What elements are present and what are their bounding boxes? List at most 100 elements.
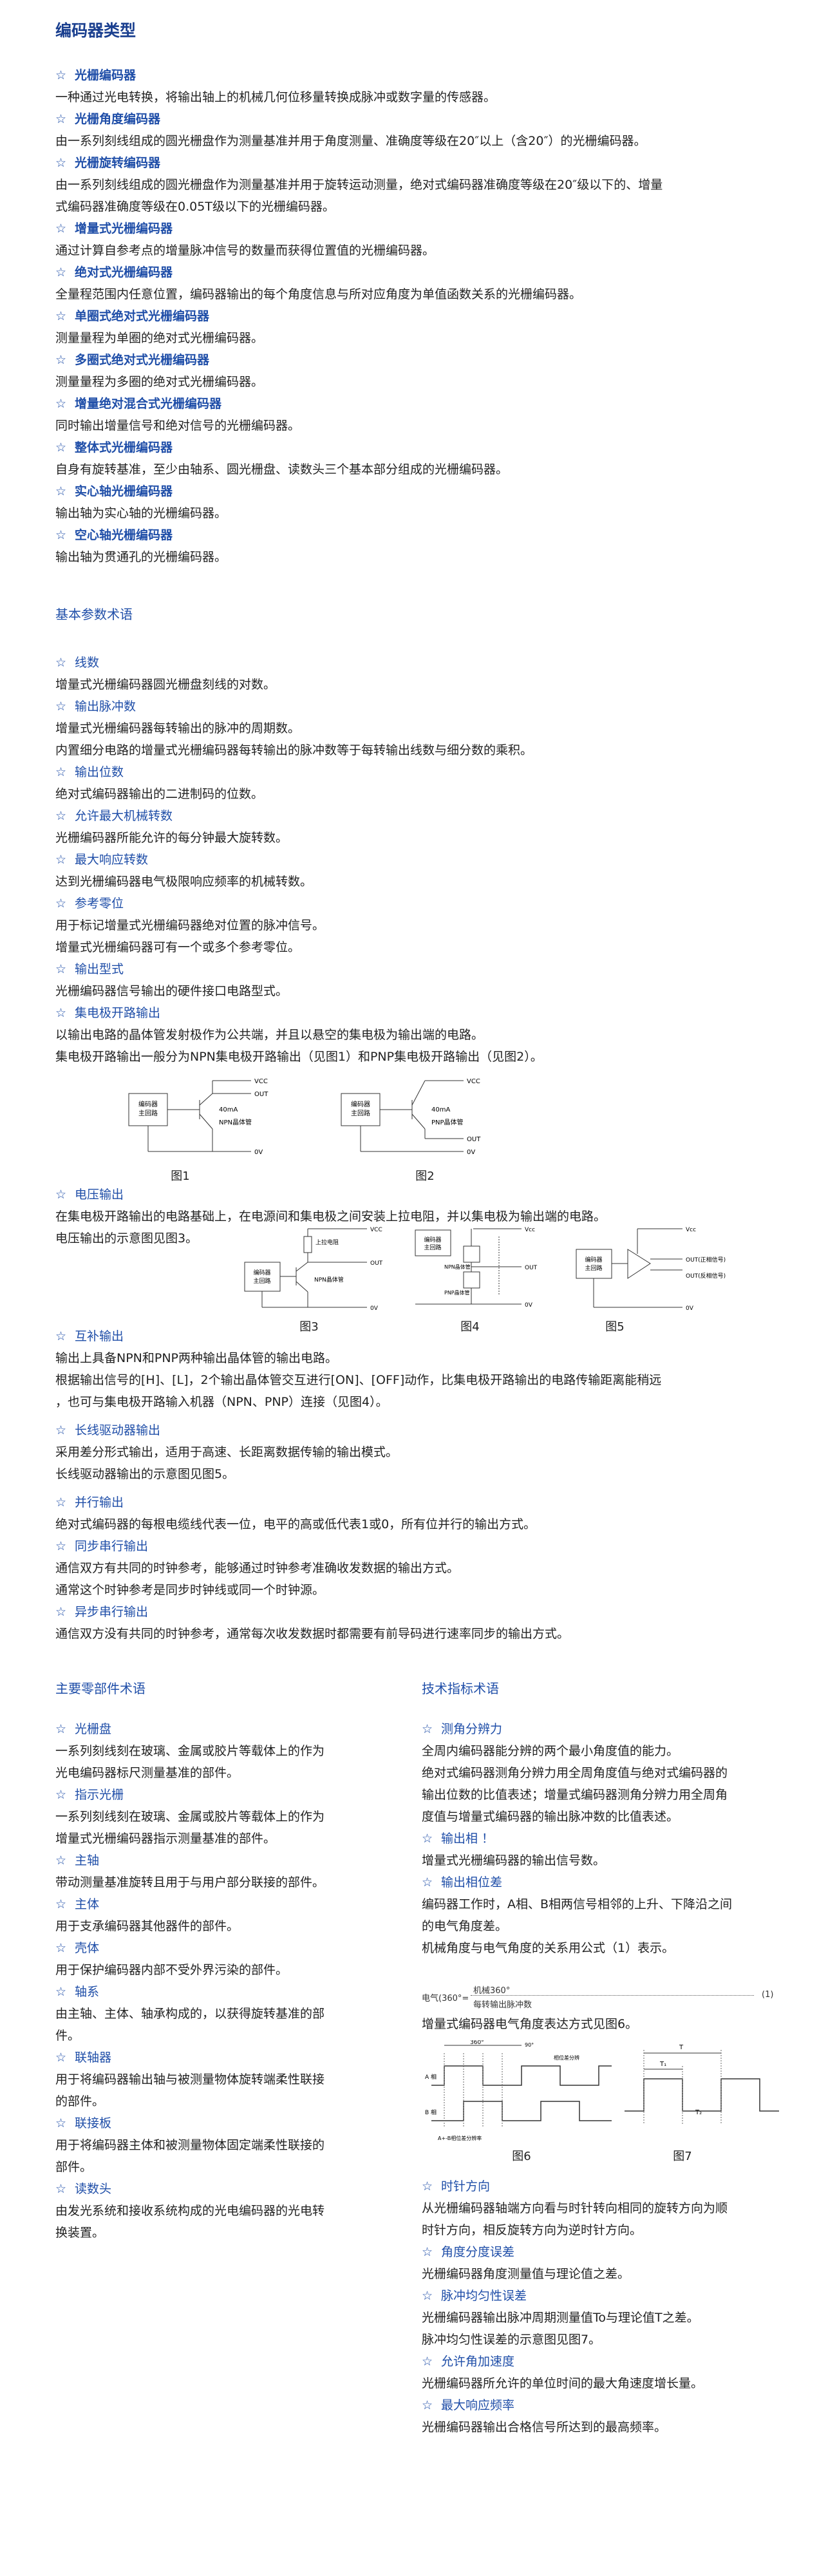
term-description: 输出位数的比值表述；增量式编码器测角分辨力用全周角 xyxy=(422,1788,728,1802)
star-icon: ☆ xyxy=(55,2182,67,2196)
term-heading: ☆轴系 xyxy=(55,1981,403,2003)
term-description: 光栅编码器输出脉冲周期测量值To与理论值T之差。 xyxy=(422,2311,699,2325)
star-icon: ☆ xyxy=(55,2116,67,2130)
term-heading-text: 实心轴光栅编码器 xyxy=(75,484,173,498)
term-description: 全量程范围内任意位置，编码器输出的每个角度信息与所对应角度为单值函数关系的光栅编… xyxy=(55,287,582,301)
term-heading-text: 时针方向 xyxy=(441,2179,491,2193)
term-description: 增量式光栅编码器每转输出的脉冲的周期数。 xyxy=(55,721,301,735)
term-description: 光栅编码器输出合格信号所达到的最高频率。 xyxy=(422,2420,667,2434)
term-description: 输出轴为贯通孔的光栅编码器。 xyxy=(55,550,227,564)
star-icon: ☆ xyxy=(55,1985,67,1999)
fig1-label: 图1 xyxy=(171,1170,190,1183)
star-icon: ☆ xyxy=(55,309,67,323)
star-icon: ☆ xyxy=(55,484,67,498)
svg-text:PNP晶体管: PNP晶体管 xyxy=(444,1289,470,1296)
star-icon: ☆ xyxy=(55,156,67,170)
formula-1: 电气(360°= 机械360° 每转输出脉冲数 (1) xyxy=(422,1981,782,2013)
star-icon: ☆ xyxy=(55,656,67,670)
svg-text:编码器: 编码器 xyxy=(253,1269,270,1276)
term-heading-text: 单圈式绝对式光栅编码器 xyxy=(75,309,210,323)
term-description: 根据输出信号的[H]、[L]，2个输出晶体管交互进行[ON]、[OFF]动作，比… xyxy=(55,1373,662,1387)
fig7-waveform: T T₁ T₂ xyxy=(625,2044,779,2124)
term-heading-text: 联接板 xyxy=(75,2116,112,2130)
star-icon: ☆ xyxy=(55,765,67,779)
term-heading: ☆ 单圈式绝对式光栅编码器 xyxy=(55,305,789,327)
term-heading: ☆参考零位 xyxy=(55,893,789,914)
term-heading-text: 最大响应转数 xyxy=(75,853,149,867)
fig1-type: NPN晶体管 xyxy=(219,1118,252,1126)
complementary-output-section: ☆互补输出输出上具备NPN和PNP两种输出晶体管的输出电路。根据输出信号的[H]… xyxy=(55,1325,802,1413)
term-heading-text: 光栅角度编码器 xyxy=(75,112,161,126)
term-heading-text: 读数头 xyxy=(75,2182,112,2196)
term-description: 光电编码器标尺测量基准的部件。 xyxy=(55,1766,240,1780)
term-heading: ☆整体式光栅编码器 xyxy=(55,437,789,459)
fig4-complementary-circuit: 编码器 主回路 NPN晶体管 PNP晶体管 Vcc OUT 0V xyxy=(415,1227,538,1309)
star-icon: ☆ xyxy=(55,528,67,542)
term-heading: ☆光栅角度编码器 xyxy=(55,108,789,130)
svg-text:OUT: OUT xyxy=(525,1265,538,1271)
spec-list-1: ☆测角分辨力全周内编码器能分辨的两个最小角度值的能力。绝对式编码器测角分辨力用全… xyxy=(422,1718,795,1959)
term-description: 测量量程为单圈的绝对式光栅编码器。 xyxy=(55,331,264,345)
term-heading-text: 联轴器 xyxy=(75,2050,112,2065)
term-heading: ☆ 线数 xyxy=(55,652,789,674)
term-description: 绝对式编码器测角分辨力用全周角度值与绝对式编码器的 xyxy=(422,1766,728,1780)
term-description: 通信双方没有共同的时钟参考，通常每次收发数据时都需要有前导码进行速率同步的输出方… xyxy=(55,1627,570,1641)
term-heading: ☆输出相 ！ xyxy=(422,1828,795,1850)
term-heading-text: 输出型式 xyxy=(75,962,124,976)
svg-text:A 相: A 相 xyxy=(425,2073,437,2081)
term-heading: ☆同步串行输出 xyxy=(55,1535,789,1557)
term-description: 用于保护编码器内部不受外界污染的部件。 xyxy=(55,1963,288,1977)
term-heading-text: 最大响应频率 xyxy=(441,2398,515,2412)
term-heading-text: 长线驱动器输出 xyxy=(75,1423,161,1437)
voltage-output-section: ☆电压输出在集电极开路输出的电路基础上，在电源间和集电极之间安装上拉电阻，并以集… xyxy=(55,1184,789,1249)
star-icon: ☆ xyxy=(55,853,67,867)
fig2-box-line1: 编码器 xyxy=(351,1100,370,1108)
term-description: 换装置。 xyxy=(55,2226,105,2240)
term-heading-text: 输出位数 xyxy=(75,765,124,779)
fig1-vcc: VCC xyxy=(254,1078,268,1085)
star-icon: ☆ xyxy=(422,2354,433,2369)
term-heading: ☆指示光栅 xyxy=(55,1784,403,1806)
star-icon: ☆ xyxy=(55,1495,67,1510)
term-heading: ☆壳体 xyxy=(55,1937,403,1959)
svg-text:主回路: 主回路 xyxy=(253,1277,270,1285)
circuit-figures-1-2: 编码器 主回路 VCC OUT 0V 40mA NPN晶体管 编码器 主回路 V… xyxy=(128,1078,481,1156)
term-description: 在集电极开路输出的电路基础上，在电源间和集电极之间安装上拉电阻，并以集电极为输出… xyxy=(55,1209,607,1224)
term-heading-text: 互补输出 xyxy=(75,1329,124,1343)
svg-text:Vcc: Vcc xyxy=(525,1227,535,1233)
term-heading-text: 线数 xyxy=(75,656,100,670)
term-description: 用于将编码器输出轴与被测量物体旋转端柔性联接 xyxy=(55,2072,325,2087)
term-heading-text: 参考零位 xyxy=(75,896,124,911)
fig4-label: 图4 xyxy=(460,1320,480,1334)
fig2-label: 图2 xyxy=(415,1170,435,1183)
term-description: 的部件。 xyxy=(55,2094,105,2108)
term-description: 部件。 xyxy=(55,2160,93,2174)
term-heading: ☆多圈式绝对式光栅编码器 xyxy=(55,349,789,371)
fig2-out: OUT xyxy=(467,1136,481,1143)
term-description: 同时输出增量信号和绝对信号的光栅编码器。 xyxy=(55,419,301,433)
encoder-types-section: ☆光栅编码器一种通过光电转换，将输出轴上的机械几何位移量转换成脉冲或数字量的传感… xyxy=(55,64,789,568)
star-icon: ☆ xyxy=(55,1605,67,1619)
term-description: 通信双方有共同的时钟参考，能够通过时钟参考准确收发数据的输出方式。 xyxy=(55,1561,460,1575)
parts-list: ☆光栅盘一系列刻线刻在玻璃、金属或胶片等载体上的作为光电编码器标尺测量基准的部件… xyxy=(55,1718,403,2244)
term-description: 用于标记增量式光栅编码器绝对位置的脉冲信号。 xyxy=(55,918,325,933)
term-heading: ☆空心轴光栅编码器 xyxy=(55,524,789,546)
term-description: 由主轴、主体、轴承构成的，以获得旋转基准的部 xyxy=(55,2007,325,2021)
star-icon: ☆ xyxy=(422,2179,433,2193)
term-description: 电压输出的示意图见图3。 xyxy=(55,1231,198,1245)
term-heading-text: 脉冲均匀性误差 xyxy=(441,2289,527,2303)
term-description: 光栅编码器所能允许的每分钟最大旋转数。 xyxy=(55,831,288,845)
term-description: 由一系列刻线组成的圆光栅盘作为测量基准并用于旋转运动测量，绝对式编码器准确度等级… xyxy=(55,178,663,192)
fig2-pnp-circuit: 编码器 主回路 VCC OUT 0V 40mA PNP晶体管 xyxy=(341,1078,481,1156)
star-icon: ☆ xyxy=(55,1941,67,1955)
circuit-figures-3-4-5: 编码器 主回路 上拉电阻 NPN晶体管 VCC OUT 0V 编码器 主回路 N… xyxy=(244,1227,726,1312)
line-driver-section: ☆长线驱动器输出采用差分形式输出，适用于高速、长距离数据传输的输出模式。长线驱动… xyxy=(55,1419,789,1485)
term-heading: ☆光栅旋转编码器 xyxy=(55,152,789,174)
term-description: 绝对式编码器输出的二进制码的位数。 xyxy=(55,787,264,801)
formula-denominator: 每转输出脉冲数 xyxy=(473,2000,532,2010)
term-description: 增量式光栅编码器的输出信号数。 xyxy=(422,1853,606,1868)
fig3-label: 图3 xyxy=(299,1320,319,1334)
star-icon: ☆ xyxy=(55,440,67,455)
star-icon: ☆ xyxy=(55,2050,67,2065)
fig6-label: 图6 xyxy=(512,2150,531,2163)
